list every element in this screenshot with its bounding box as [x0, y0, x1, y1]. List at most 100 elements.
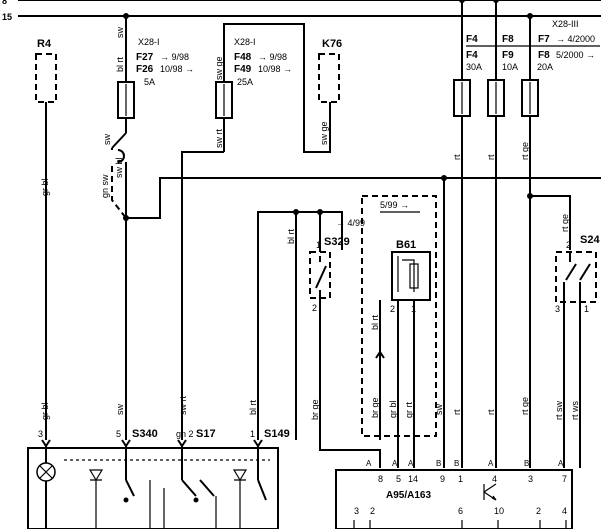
pin: 3 [555, 304, 560, 314]
fuse-f8-top-label: F8 [502, 34, 514, 45]
wire [181, 151, 224, 440]
pin: 4 [562, 506, 567, 516]
fuse-f4-top-label: F4 [466, 34, 478, 45]
wire-label: rt ws [570, 401, 580, 420]
fuse-f48-date: → 9/98 [258, 52, 287, 62]
switch-contact [125, 479, 135, 497]
wire-label: br ge [310, 399, 320, 420]
pin: B [524, 459, 529, 468]
k76-component [318, 53, 340, 103]
wire-label: gr bl [40, 402, 50, 420]
rail-15-label: 15 [2, 12, 12, 22]
pin: 2 [536, 506, 541, 516]
wire-label: gn sw [100, 174, 110, 198]
wire-label: rt [452, 409, 462, 415]
wire-label: sw rt [178, 396, 188, 415]
wire-label: sw [115, 27, 125, 39]
r4-label: R4 [37, 38, 52, 50]
fuse-f8-label: F8 [538, 50, 550, 61]
s329-label: S329 [324, 236, 350, 248]
fuse-f27-label: F27 [136, 52, 154, 63]
pin: A [392, 459, 398, 468]
pin: 5 [396, 474, 401, 484]
pin: 2 [312, 303, 317, 313]
wire-label: bl rt [115, 56, 125, 72]
fuse-f7-label: F7 [538, 34, 550, 45]
wire-label: rt ge [520, 397, 530, 415]
s340-label: S340 [132, 428, 158, 440]
connector-x28-iii-label: X28-III [552, 19, 579, 29]
wire [126, 177, 601, 219]
wire-label: gr bl [40, 178, 50, 196]
wire [530, 195, 571, 250]
b61-resistor [409, 263, 419, 289]
arrow-icon [375, 350, 385, 359]
pin: 1 [584, 304, 589, 314]
fuse-f26-rating: 5A [144, 77, 155, 87]
fuse-f27-date: → 9/98 [160, 52, 189, 62]
pin: 2 [370, 506, 375, 516]
a95-label: A95/A163 [386, 490, 431, 501]
s149-label: S149 [264, 428, 290, 440]
switch-contact [315, 265, 327, 289]
fuse-f8-rating: 20A [537, 62, 553, 72]
pin: 14 [408, 474, 418, 484]
wire [117, 149, 125, 163]
wire-label: bl rt [248, 399, 258, 415]
pin: 7 [562, 474, 567, 484]
wire-label: rt [486, 154, 496, 160]
fuse-f49-rating: 25A [237, 77, 253, 87]
fuse-f8-date: 5/2000 → [556, 50, 595, 60]
pin: 3 [528, 474, 533, 484]
pin: 5 [116, 429, 121, 439]
junction-dot [123, 215, 129, 221]
wire-label: rt ge [520, 142, 530, 160]
s17-label: S17 [196, 428, 216, 440]
s24-label: S24 [580, 234, 600, 246]
connector-x28-label: X28-I [138, 37, 160, 47]
wire-label: bl rt [286, 228, 296, 244]
pin: B [436, 459, 441, 468]
wire-label: sw ge [319, 121, 329, 145]
diode-icon [232, 469, 248, 482]
pin: 6 [458, 506, 463, 516]
pin: 9 [440, 474, 445, 484]
wire [111, 132, 127, 149]
fuse-f26-date: 10/98 → [160, 64, 194, 74]
wire-label: gr rt [404, 402, 414, 419]
wire-label: sw ge [214, 56, 224, 80]
b61-component [391, 251, 431, 301]
k76-label: K76 [322, 38, 342, 50]
wire-label: sw [115, 404, 125, 416]
transistor-icon [483, 483, 497, 501]
fuse-f49-label: F49 [234, 64, 252, 75]
wire-label: sw [434, 404, 444, 416]
pin: 1 [250, 429, 255, 439]
internal-wires [95, 480, 241, 529]
wire-label: rt sw [554, 401, 564, 420]
wire-label: rt [452, 154, 462, 160]
a95-module [335, 469, 573, 529]
bottom-pins [353, 520, 567, 529]
r4-component [35, 53, 57, 103]
rail-8-label: 8 [2, 0, 7, 6]
switch-contact [257, 479, 267, 501]
wire-label: rt ge [560, 214, 570, 232]
dashed-link [111, 166, 127, 219]
junction-dot [459, 0, 465, 3]
wire-label: rt [486, 409, 496, 415]
fuse-f7-date: → 4/2000 [556, 34, 595, 44]
s340-module [27, 447, 279, 529]
pin: A [366, 459, 372, 468]
switch-contact [199, 479, 215, 497]
lamp-cross [39, 465, 53, 479]
wire-label: sw [102, 134, 112, 146]
pin: 3 [354, 506, 359, 516]
diode-icon [88, 469, 104, 482]
pin: A [488, 459, 494, 468]
fuse-f9-rating: 10A [502, 62, 518, 72]
box-date: 5/99 → [380, 200, 409, 210]
s24-component [555, 251, 597, 303]
switch-contact [579, 263, 591, 281]
